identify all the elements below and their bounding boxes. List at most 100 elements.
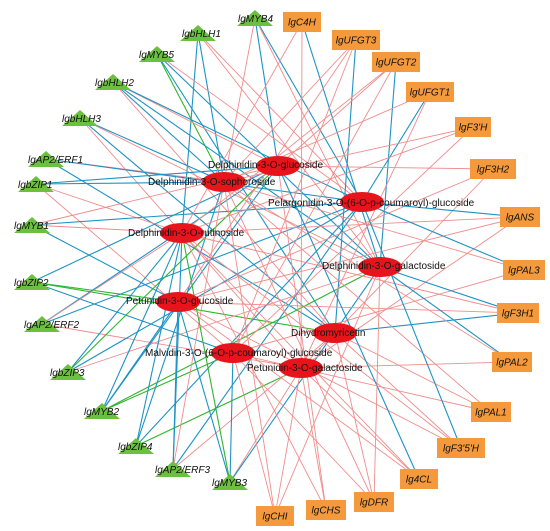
edge-bHLH2-DHM [112,81,336,334]
tf-triangle [212,474,248,490]
gene-node-CHI[interactable]: lgCHI [256,506,294,526]
metabolite-node-DR[interactable]: Delphinidin-3-O-rutinoside [128,223,245,243]
edge-bHLH1-DR [181,32,199,234]
edge-ERF3-DHM [172,332,336,470]
tf-triangle [155,461,191,477]
tf-label: lgbHLH3 [62,114,101,125]
edge-C4H-PtGa [300,21,303,369]
metabolite-ellipse [202,172,246,192]
edge-PAL3-DS [223,181,525,271]
edge-ANS-PtGa [300,216,521,369]
metabolite-node-PG[interactable]: Pelargonidin-3-O-(6-O-p-coumaroyl)-gluco… [268,192,475,212]
edge-MYB2-DR [101,232,183,412]
edge-ERF3-DR [172,232,183,470]
edge-4CL-DR [181,232,420,480]
metabolite-node-DGa[interactable]: Delphinidin-3-O-galactoside [322,257,446,277]
edge-F3pH-MG [232,126,474,354]
metabolite-label: Pelargonidin-3-O-(6-O-p-coumaroyl)-gluco… [268,198,475,209]
edge-CHS-PtGa [300,367,327,511]
gene-label: lgCHS [312,506,341,517]
edge-bHLH2-DGa [112,81,381,268]
gene-node-F3pH[interactable]: lgF3'H [455,117,491,137]
tf-node-MYB5[interactable]: lgMYB5 [139,46,175,62]
gene-label: lg4CL [406,475,432,486]
gene-node-UFGT1[interactable]: lgUFGT1 [406,82,454,102]
gene-node-4CL[interactable]: lg4CL [400,469,438,489]
gene-node-PAL2[interactable]: lgPAL2 [492,352,532,372]
tf-node-ERF2[interactable]: lgAP2/ERF2 [24,316,79,332]
metabolite-node-PtGa[interactable]: Petunidin-3-O-galactoside [247,358,363,378]
node-layer: lgMYB4 lgbHLH1 lgMYB5 lgbHLH2 lgbHLH3 lgAP2/E… [14,10,545,526]
edge-MYB4-DGa [254,17,381,268]
tf-node-bZIP1[interactable]: lgbZIP1 [18,176,54,192]
tf-node-bHLH2[interactable]: lgbHLH2 [95,74,134,90]
metabolite-label: Delphinidin-3-O-sophoroside [148,177,276,188]
tf-node-bHLH1[interactable]: lgbHLH1 [180,25,221,41]
edge-F35H-DHM [334,332,462,449]
edge-DFR-DS [223,181,375,503]
edge-ERF2-DG [41,165,279,325]
edge-F3H1-DGa [379,266,519,314]
tf-node-MYB1[interactable]: lgMYB1 [14,217,50,233]
metabolite-node-MG[interactable]: Malvidin-3-O-(6-O-p-coumaroyl)-glucoside [145,343,333,363]
metabolite-ellipse [211,343,255,363]
metabolite-node-PtG[interactable]: Petunidin-3-O-glucoside [126,292,234,312]
tf-node-bZIP4[interactable]: lgbZIP4 [118,438,154,454]
gene-node-ANS[interactable]: lgANS [500,207,540,227]
edge-ERF2-DR [41,232,183,325]
edge-bZIP3-DGa [67,266,381,373]
metabolite-label: Delphinidin-3-O-rutinoside [128,228,245,239]
gene-node-F3H1[interactable]: lgF3H1 [497,303,539,323]
edge-layer [31,17,525,517]
gene-node-UFGT3[interactable]: lgUFGT3 [332,30,380,50]
tf-node-ERF1[interactable]: lgAP2/ERF1 [28,151,83,167]
edge-CHS-DR [181,232,327,511]
tf-label: lgbZIP1 [18,180,52,191]
tf-node-bHLH3[interactable]: lgbHLH3 [62,110,101,126]
tf-node-bZIP2[interactable]: lgbZIP2 [14,274,50,290]
edge-CHI-DGa [274,266,381,517]
edge-PAL2-PtGa [300,361,513,369]
edge-UFGT2-DGa [379,61,397,268]
tf-node-MYB2[interactable]: lgMYB2 [84,403,120,419]
gene-node-DFR[interactable]: lgDFR [354,492,394,512]
metabolite-node-DG[interactable]: Delphinidin-3-O-glucoside [208,156,323,176]
gene-label: lgF3H2 [477,165,510,176]
edge-ERF2-PG [41,201,363,325]
gene-node-PAL1[interactable]: lgPAL1 [471,402,511,422]
tf-label: lgMYB1 [14,221,49,232]
gene-node-UFGT2[interactable]: lgUFGT2 [372,52,420,72]
gene-node-CHS[interactable]: lgCHS [306,500,346,520]
gene-box [332,30,380,50]
gene-node-PAL3[interactable]: lgPAL3 [503,260,545,280]
tf-node-MYB3[interactable]: lgMYB3 [212,474,248,490]
edge-DFR-DHM [334,332,375,503]
tf-node-ERF3[interactable]: lgAP2/ERF3 [155,461,210,477]
metabolite-node-DHM[interactable]: Dihydromyricetin [291,323,365,343]
gene-node-C4H[interactable]: lgC4H [283,12,321,32]
gene-node-F35H[interactable]: lgF3'5'H [437,438,485,458]
edge-bZIP4-DS [135,181,225,447]
tf-node-bZIP3[interactable]: lgbZIP3 [50,364,86,380]
edge-MYB5-DS [156,53,225,183]
metabolite-node-DS[interactable]: Delphinidin-3-O-sophoroside [148,172,276,192]
edge-bHLH1-DGa [197,32,381,268]
edge-F3H2-DG [277,165,494,170]
edge-UFGT1-PtGa [300,91,431,369]
edge-UFGT3-MG [232,39,357,354]
edge-F35H-PtG [177,301,462,449]
gene-label: lgF3'5'H [443,444,480,455]
edge-MYB1-PtG [31,224,179,303]
gene-node-F3H2[interactable]: lgF3H2 [470,159,516,179]
edge-F3pH-DS [223,126,474,183]
gene-box [500,207,540,227]
tf-node-MYB4[interactable]: lgMYB4 [237,10,273,26]
tf-label: lgbHLH2 [95,78,134,89]
metabolite-ellipse [340,192,384,212]
tf-triangle [118,438,154,454]
tf-triangle [62,110,98,126]
gene-box [256,506,294,526]
tf-label: lgbHLH1 [182,29,221,40]
gene-label: lgPAL2 [496,358,528,369]
tf-label: lgMYB3 [212,478,247,489]
